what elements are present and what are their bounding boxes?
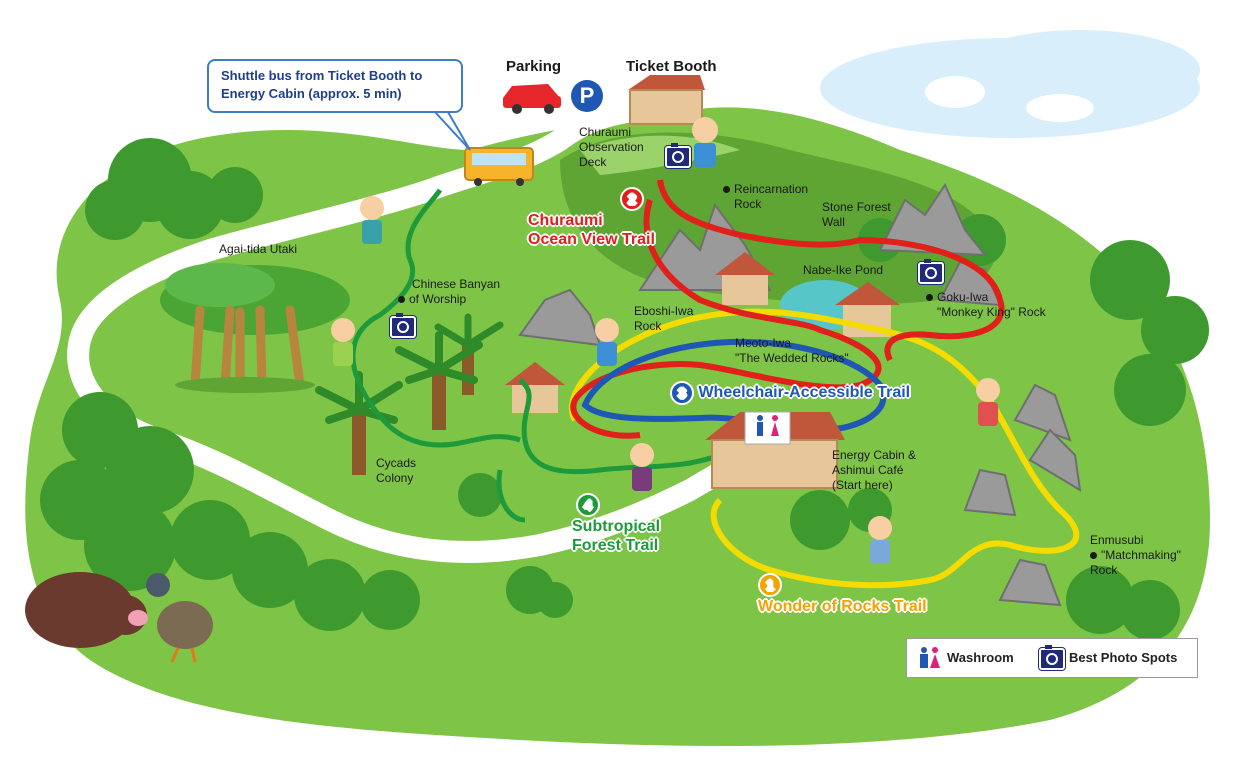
- legend-photo-spots: Best Photo Spots: [1069, 650, 1178, 665]
- energy-cabin: [705, 411, 845, 489]
- camera-icon: [918, 259, 944, 284]
- label-nabe-ike-pond: Nabe-Ike Pond: [803, 263, 884, 277]
- trail-2-label: 2 Churaumi Ocean View Trail: [528, 187, 655, 249]
- marker-dot: [1090, 552, 1097, 560]
- map-legend: Washroom Best Photo Spots: [906, 638, 1198, 678]
- marker-dot: [723, 186, 730, 194]
- forest: [40, 138, 1209, 640]
- label-agai-tida: Agai-tida Utaki: [219, 242, 298, 256]
- parking-car: [503, 84, 561, 114]
- washroom-icon: [919, 647, 941, 669]
- camera-icon: [390, 313, 416, 338]
- label-enmusubi: Enmusubi "Matchmaking" Rock: [1090, 533, 1181, 577]
- trail-2-badge: 2: [620, 187, 644, 211]
- label-chinese-banyan: Chinese Banyan of Worship: [398, 277, 500, 307]
- shuttle-line-2: Energy Cabin (approx. 5 min): [221, 86, 402, 101]
- trail-green: [350, 188, 721, 523]
- label-energy-cabin: Energy Cabin &Ashimui Café(Start here): [832, 448, 917, 492]
- parking-sign: P: [571, 80, 603, 112]
- camera-icon: [1039, 645, 1065, 670]
- marker-dot: [398, 296, 405, 304]
- trail-1-label: 1 Wonder of Rocks Trail: [758, 573, 927, 616]
- shuttle-callout: Shuttle bus from Ticket Booth to Energy …: [207, 59, 463, 113]
- trail-3-badge: 3: [670, 381, 694, 405]
- trail-4-label: 4 Subtropical Forest Trail: [572, 493, 660, 555]
- callout-pointer: [432, 111, 471, 151]
- label-reincarnation-rock: Reincarnation Rock: [723, 182, 808, 212]
- shuttle-bus: [464, 147, 534, 186]
- trail-3-label: 3 Wheelchair-Accessible Trail: [670, 381, 910, 405]
- wild-boar: [25, 572, 148, 648]
- banyan-tree: [160, 263, 350, 393]
- marker-dot: [926, 294, 933, 302]
- label-goku-iwa: Goku-Iwa "Monkey King" Rock: [926, 290, 1046, 320]
- label-meoto-iwa: Meoto-Iwa"The Wedded Rocks": [735, 336, 849, 365]
- cloud: [820, 30, 1200, 138]
- ticket-booth: [628, 75, 705, 125]
- trail-4-badge: 4: [576, 493, 600, 517]
- rail-bird: [146, 573, 213, 663]
- shuttle-line-1: Shuttle bus from Ticket Booth to: [221, 68, 423, 83]
- parking-label: Parking: [506, 58, 562, 75]
- cycad-palms: [315, 313, 504, 475]
- trail-blue: [581, 338, 887, 434]
- ticket-booth-label: Ticket Booth: [626, 58, 717, 75]
- camera-icon: [665, 143, 691, 168]
- road-to-parking: [549, 99, 651, 151]
- legend-washroom: Washroom: [947, 650, 1014, 665]
- trail-yellow: [568, 308, 1080, 589]
- hikers: [331, 117, 1000, 564]
- rest-huts: [505, 252, 900, 413]
- trail-1-badge: 1: [758, 573, 782, 597]
- trail-red: [570, 179, 1005, 439]
